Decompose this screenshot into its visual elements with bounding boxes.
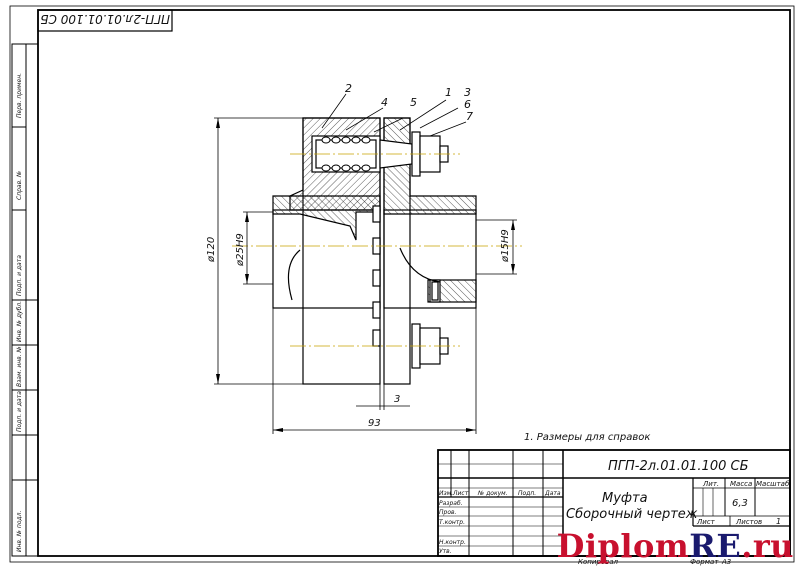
watermark-part-1: Diplom [556,527,690,565]
part-number-6: 6 [464,98,471,111]
dim-hub-left: ø25H9 [235,233,246,267]
stamp-row-utv: Утв. [439,548,452,555]
side-stamp-labels: Перв. примен. Справ. № Подп. и дата Инв.… [16,73,23,552]
stamp-col-ndoc: № докум. [477,490,508,497]
dimension-lines [214,117,517,434]
side-label-2: Подп. и дата [16,255,23,296]
center-lines [232,153,522,347]
side-label-3: Инв. № дубл. [16,301,23,342]
outer-frame [9,5,795,563]
watermark-part-3: .ru [741,527,794,565]
dim-overall-diameter: ø120 [206,237,217,263]
dimension-texts: ø120 ø25H9 ø15H9 93 3 [206,229,511,429]
stamp-sheets-label: Листов [735,518,762,526]
dimension-arrows [216,118,515,432]
rotated-code-text: ПГП-2л.01.01.100 СБ [40,12,170,26]
leader-lines [321,93,467,137]
side-label-0: Перв. примен. [16,73,23,118]
stamp-col-sign: Подп. [518,490,536,497]
stamp-lit-header: Лит. [702,480,719,488]
part-number-1: 1 [445,86,452,99]
format-value: А3 [721,558,731,566]
stamp-title-1: Муфта [602,491,648,506]
part-number-4: 4 [381,96,388,109]
stamp-col-izm: Изм. [439,490,453,497]
title-block-texts: ПГП-2л.01.01.100 СБ Муфта Сборочный черт… [439,459,790,555]
stamp-sheet-label: Лист [696,518,716,526]
rotated-code-box: ПГП-2л.01.01.100 СБ [37,9,173,32]
watermark-part-2: RE [689,527,742,565]
stamp-row-nkontr: Н.контр. [439,539,466,546]
side-stamp [11,43,39,557]
note-text: 1. Размеры для справок [524,432,650,443]
part-number-5: 5 [410,96,417,109]
dim-gap: 3 [394,394,400,405]
stamp-title-2: Сборочный чертеж [566,507,698,522]
stamp-row-prov: Пров. [439,509,457,516]
format-label: Формат [690,558,719,566]
side-label-4: Взам. инв. № [16,346,23,387]
side-label-6: Инв. № подл. [16,511,23,552]
part-numbers: 2 4 5 1 3 6 7 [345,82,473,123]
inner-frame [37,9,791,557]
part-number-2: 2 [345,82,352,95]
side-label-5: Подп. и дата [16,391,23,432]
left-hub-section [272,195,381,241]
stamp-row-tkontr: Т.контр. [439,519,465,526]
side-label-1: Справ. № [16,171,23,200]
stamp-col-list: Лист [452,490,469,497]
stamp-mass-header: Масса [730,480,752,488]
stamp-scale-header: Масштаб [756,480,790,488]
coupling-drawing [272,93,477,385]
stamp-code: ПГП-2л.01.01.100 СБ [608,459,749,474]
stamp-sheets-value: 1 [776,517,781,526]
copied-label: Копировал [578,558,619,566]
stamp-col-date: Дата [544,490,561,497]
watermark-logo: DiplomRE.ru [557,526,794,566]
dim-hub-right: ø15H9 [500,229,511,263]
below-frame-texts: Копировал Формат А3 [578,558,731,566]
right-flange-section [383,117,477,215]
title-block [437,449,791,557]
stamp-row-razrab: Разраб. [439,500,463,507]
stamp-mass-value: 6,3 [732,498,748,509]
dim-length: 93 [368,418,381,429]
part-number-3: 3 [464,86,471,99]
part-number-7: 7 [466,110,473,123]
